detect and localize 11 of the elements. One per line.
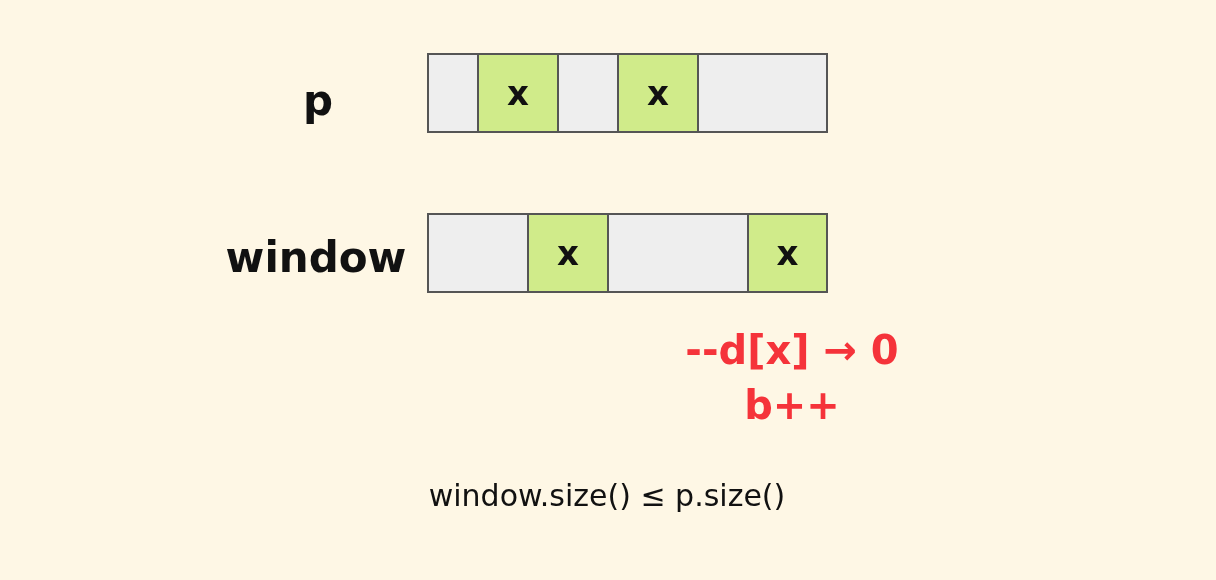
empty-array-cell [427, 53, 479, 133]
array-cell: x [617, 53, 699, 133]
array-name: p [302, 75, 334, 125]
array-cell: x [527, 213, 609, 293]
update-note: --d[x] → 0 [685, 327, 899, 373]
array-cell: x [477, 53, 559, 133]
update-note: b++ [744, 382, 840, 428]
empty-array-cell [557, 53, 619, 133]
array-name: window [225, 232, 407, 282]
condition-text: window.size() ≤ p.size() [428, 477, 786, 513]
array-cell: x [747, 213, 828, 293]
